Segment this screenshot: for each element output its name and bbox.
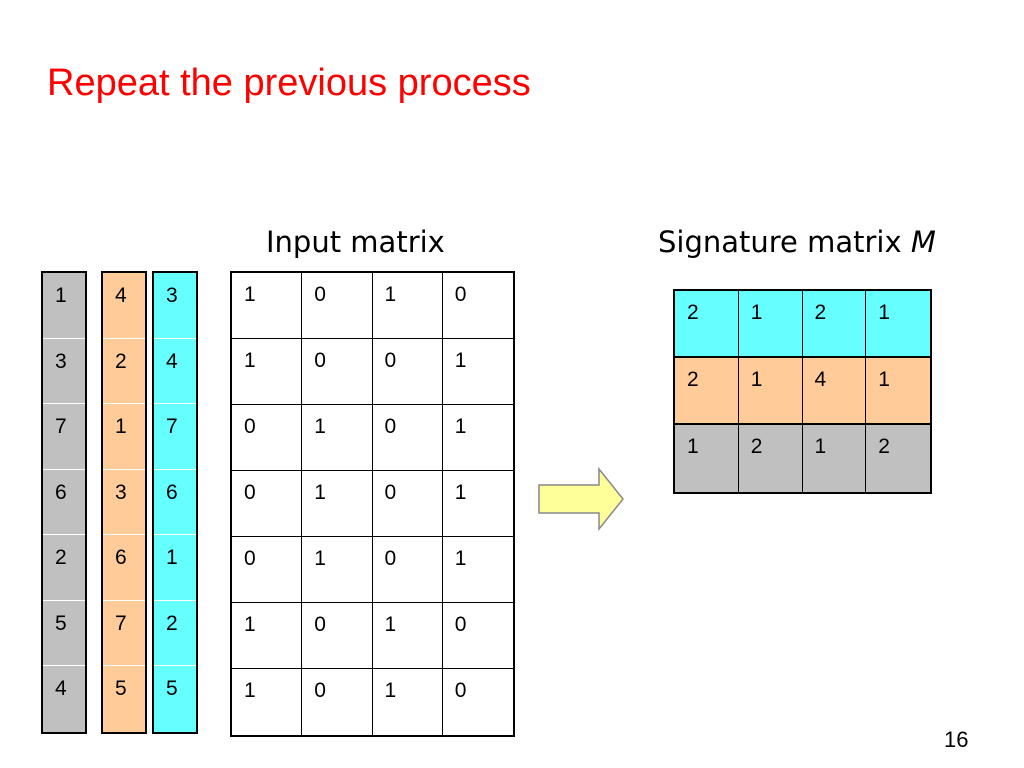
slide-title: Repeat the previous process — [47, 62, 531, 104]
signature-matrix-cell: 1 — [802, 425, 867, 492]
input-matrix-cell: 1 — [372, 603, 443, 669]
input-matrix-cell: 0 — [442, 273, 513, 339]
permutation-cell: 1 — [154, 535, 196, 601]
signature-matrix-cell: 2 — [738, 425, 803, 492]
input-matrix-cell: 0 — [302, 273, 373, 339]
input-matrix-label: Input matrix — [266, 225, 445, 259]
signature-matrix-cell: 1 — [866, 358, 930, 425]
input-matrix-cell: 0 — [232, 537, 303, 603]
input-matrix-cell: 0 — [372, 537, 443, 603]
permutation-cell: 5 — [115, 677, 127, 701]
permutation-cell: 1 — [103, 404, 145, 470]
signature-matrix-cell: 4 — [802, 358, 867, 425]
signature-matrix-cell: 2 — [675, 358, 739, 425]
input-matrix-cell: 1 — [373, 669, 443, 735]
signature-matrix-cell: 2 — [866, 425, 930, 492]
permutation-cell: 5 — [166, 677, 178, 701]
input-matrix-cell: 0 — [454, 679, 467, 702]
signature-matrix-cell: 2 — [802, 291, 867, 358]
input-matrix-cell: 0 — [302, 339, 373, 405]
input-matrix-cell: 1 — [372, 273, 443, 339]
permutation-cell: 7 — [43, 404, 85, 470]
signature-matrix-cell: 1 — [738, 358, 803, 425]
signature-matrix-label: Signature matrix M — [658, 225, 936, 259]
permutation-cell: 3 — [154, 273, 196, 339]
signature-matrix-label-text: Signature matrix — [658, 225, 911, 259]
input-matrix-cell: 1 — [302, 537, 373, 603]
right-arrow-icon — [538, 467, 624, 531]
input-matrix-cell: 0 — [232, 405, 303, 471]
input-matrix-cell: 0 — [442, 603, 513, 669]
permutation-cell: 4 — [103, 273, 145, 339]
permutation-cell: 3 — [43, 339, 85, 405]
signature-matrix-cell: 1 — [866, 291, 930, 358]
permutation-cell: 7 — [103, 601, 145, 667]
input-matrix-cell: 1 — [442, 471, 513, 537]
signature-matrix-cell: 2 — [675, 291, 739, 358]
permutation-cell: 2 — [103, 339, 145, 405]
permutation-cell: 4 — [55, 677, 67, 701]
input-matrix-cell: 1 — [442, 339, 513, 405]
input-matrix-cell: 1 — [302, 405, 373, 471]
input-matrix-cell: 0 — [372, 471, 443, 537]
input-matrix-cell: 1 — [442, 405, 513, 471]
permutation-cell: 5 — [43, 601, 85, 667]
signature-matrix-cell: 1 — [675, 425, 739, 492]
input-matrix-cell: 1 — [302, 471, 373, 537]
right-arrow-shape — [538, 467, 624, 531]
permutation-cell: 2 — [154, 601, 196, 667]
signature-matrix-variable: M — [910, 225, 936, 259]
input-matrix-cell: 0 — [372, 339, 443, 405]
permutation-cell: 6 — [103, 535, 145, 601]
permutation-cell: 3 — [103, 470, 145, 536]
input-matrix-cell: 0 — [372, 405, 443, 471]
input-matrix-cell: 0 — [302, 603, 373, 669]
input-matrix-cell: 1 — [232, 603, 303, 669]
input-matrix-cell: 1 — [442, 537, 513, 603]
permutation-cell: 1 — [43, 273, 85, 339]
permutation-cell: 6 — [43, 470, 85, 536]
permutation-cell: 2 — [43, 535, 85, 601]
input-matrix-cell: 0 — [232, 471, 303, 537]
permutation-cell: 4 — [154, 339, 196, 405]
input-matrix-cell: 1 — [232, 339, 303, 405]
permutation-cell: 6 — [154, 470, 196, 536]
input-matrix-cell: 1 — [232, 273, 303, 339]
input-matrix-cell: 1 — [232, 669, 303, 735]
permutation-cell: 7 — [154, 404, 196, 470]
page-number: 16 — [944, 727, 969, 752]
signature-matrix-cell: 1 — [738, 291, 803, 358]
input-matrix-cell: 0 — [302, 669, 373, 735]
